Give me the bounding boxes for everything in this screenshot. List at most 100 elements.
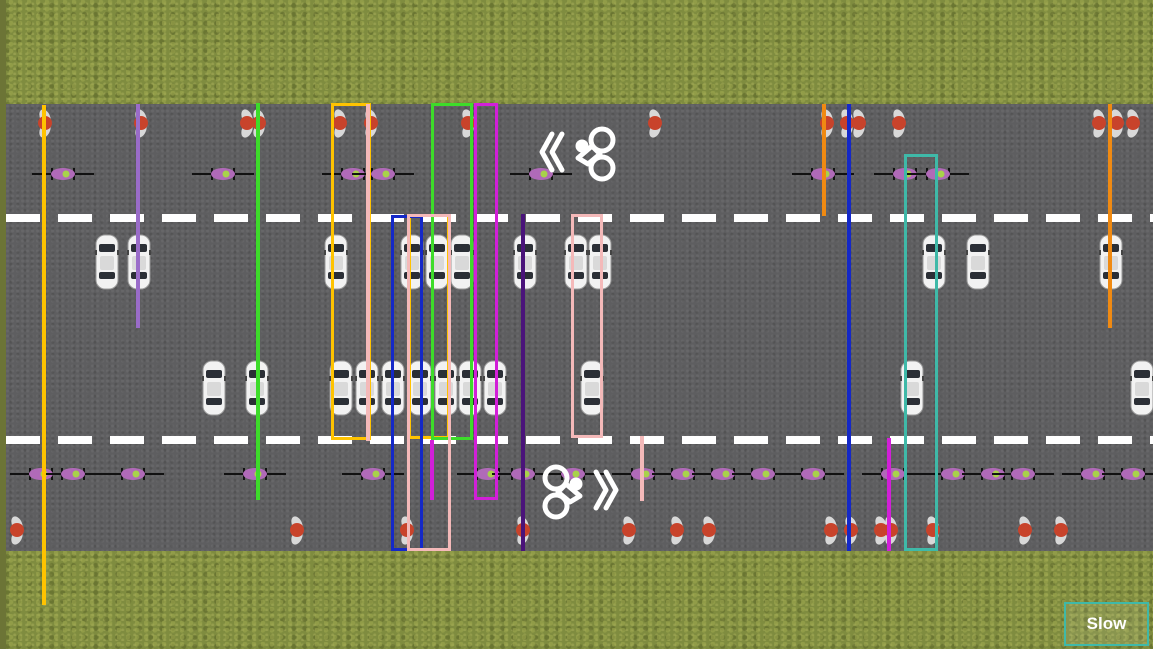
lane-marking-dash [110,214,144,222]
prediction-zone [571,214,603,438]
cyclist [30,165,96,183]
lane-marking-dash [474,214,508,222]
cyclist [222,465,288,483]
lane-marking-dash [58,436,92,444]
lane-marking-dash [838,214,872,222]
road [6,104,1153,551]
lane-marking-dash [578,214,612,222]
trajectory-line [42,105,46,605]
trajectory-line [136,104,140,328]
lane-marking-dash [838,436,872,444]
lane-marking-dash [630,214,664,222]
pedestrian [844,108,874,138]
lane-marking-dash [162,214,196,222]
car [450,234,474,290]
lane-marking-dash [110,436,144,444]
pedestrian [1010,515,1040,545]
trajectory-line [847,104,851,551]
lane-marking-dash [422,436,456,444]
cyclist [508,165,574,183]
lane-marking-dash [214,214,248,222]
lane-marking-dash [734,436,768,444]
lane-marking-dash [58,214,92,222]
trajectory-line [366,104,370,441]
lane-marking-dash [786,436,820,444]
car [513,234,537,290]
lane-marking-dash [214,436,248,444]
cyclist [905,165,971,183]
pedestrian [694,515,724,545]
cyclist [100,465,166,483]
pedestrian [884,108,914,138]
car [966,234,990,290]
lane-marking-dash [1046,214,1080,222]
lane-marking-dash [266,436,300,444]
pedestrian [836,515,866,545]
lane-marking-dash [994,214,1028,222]
trajectory-line [1108,104,1112,328]
pedestrian [640,108,670,138]
pedestrian [2,515,32,545]
trajectory-line [521,214,525,551]
car [922,234,946,290]
car [202,360,226,416]
prediction-zone [474,103,498,500]
pedestrian [232,108,262,138]
pedestrian [1084,108,1114,138]
cyclist [780,465,846,483]
lane-marking-dash [526,436,560,444]
pedestrian [816,515,846,545]
car [580,360,604,416]
pedestrian [876,515,906,545]
pedestrian [866,515,896,545]
lane-marking-dash [370,214,404,222]
bike-lane-right-icon [540,462,620,532]
lane-marking-dash [682,214,716,222]
car [1130,360,1153,416]
pedestrian [1046,515,1076,545]
lane-marking-dash [1150,214,1153,222]
trajectory-line [822,104,826,216]
lane-marking-dash [578,436,612,444]
car [329,360,353,416]
trajectory-line [430,440,434,500]
pedestrian [126,108,156,138]
lane-marking-dash [162,436,196,444]
lane-marking-dash [682,436,716,444]
lane-marking-dash [370,436,404,444]
car [434,360,458,416]
grass-top [0,0,1153,104]
trajectory-line [887,438,891,551]
cyclist [730,465,796,483]
lane-marking-dash [1150,436,1153,444]
slow-speed-button[interactable]: Slow [1064,602,1149,646]
lane-marking-dash [318,214,352,222]
prediction-zone [904,154,938,551]
pedestrian [1102,108,1132,138]
lane-marking-dash [1098,214,1132,222]
car [95,234,119,290]
lane-marking-dash [734,214,768,222]
car [400,234,424,290]
grass-bottom [0,551,1153,649]
trajectory-line [256,103,260,500]
prediction-zone [407,214,451,551]
cyclist [1100,465,1153,483]
cyclist [1060,465,1126,483]
pedestrian [282,515,312,545]
lane-marking-dash [6,436,40,444]
cyclist [190,165,256,183]
lane-marking-dash [422,214,456,222]
prediction-zone [431,103,473,440]
lane-marking-dash [526,214,560,222]
pedestrian [614,515,644,545]
lane-marking-dash [786,214,820,222]
prediction-zone [331,103,371,440]
lane-marking-dash [890,214,924,222]
bike-lane-left-icon [538,124,618,194]
cyclist [350,165,416,183]
lane-marking-dash [474,436,508,444]
car [324,234,348,290]
lane-marking-dash [942,214,976,222]
